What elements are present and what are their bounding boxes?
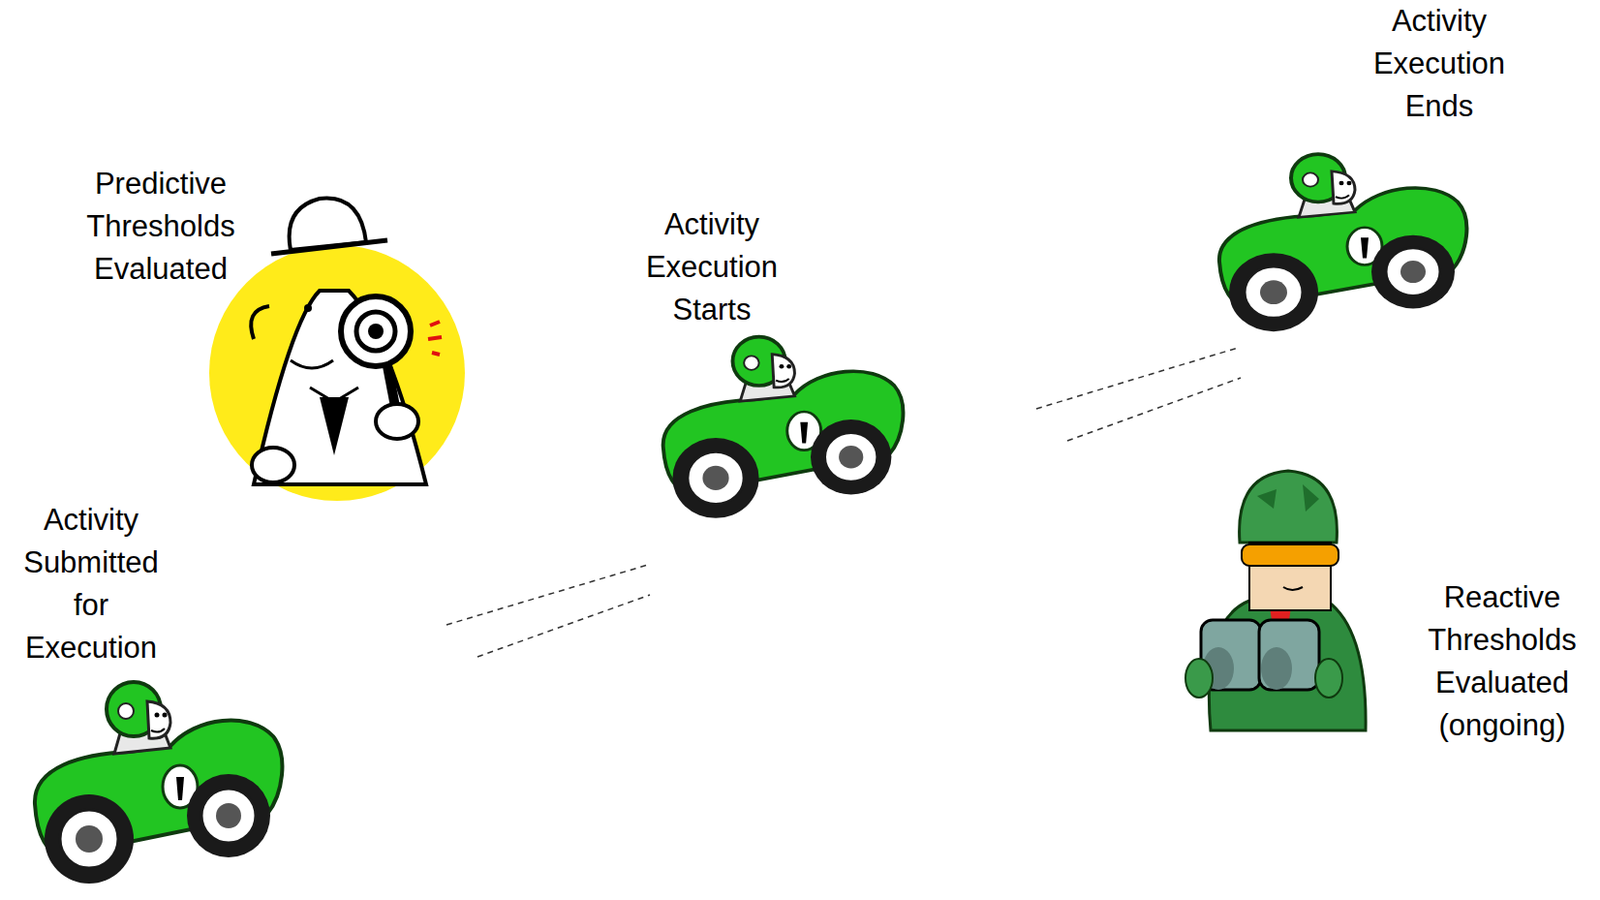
stage-label: Reactive Thresholds Evaluated (ongoing): [1410, 576, 1595, 747]
stage-label: Activity Submitted for Execution: [6, 498, 177, 670]
detective-figure: [209, 198, 465, 501]
stage-label: Activity Execution Starts: [624, 203, 800, 332]
speed-lines: [446, 347, 1241, 657]
stage-label: Activity Execution Ends: [1347, 0, 1532, 128]
race-car: [1219, 153, 1467, 332]
soldier-with-binoculars: [1185, 470, 1366, 731]
race-car: [663, 337, 904, 519]
race-car: [34, 681, 282, 884]
stage-label: Predictive Thresholds Evaluated: [68, 162, 253, 291]
